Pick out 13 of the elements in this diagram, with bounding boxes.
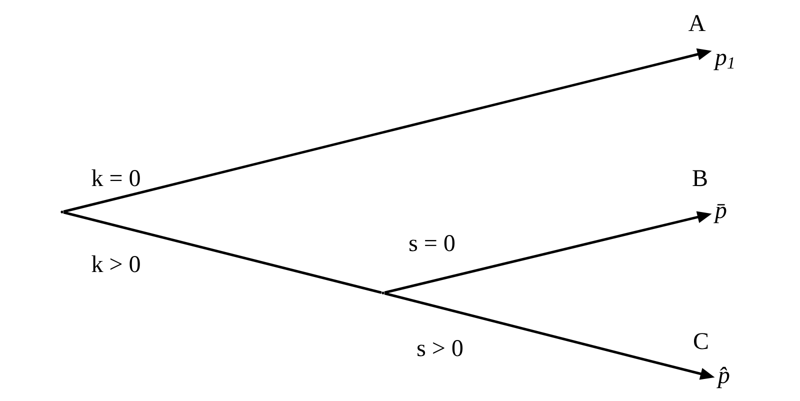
outcome-label: B <box>692 170 707 186</box>
edge-label: k = 0 <box>90 168 142 188</box>
payoff-symbol: p$_{1}$ <box>714 54 734 70</box>
outcome-label: A <box>688 15 706 31</box>
edge-label: k > 0 <box>90 254 142 274</box>
branch-point <box>60 210 64 214</box>
outcome-label: C <box>694 333 708 350</box>
branch-point <box>382 292 384 294</box>
payoff-symbol: p̄ <box>714 204 726 224</box>
edge-label: s = 0 <box>407 234 457 253</box>
edge-label: s > 0 <box>415 338 465 358</box>
branch-line <box>63 211 382 294</box>
payoff-symbol: p̂ <box>716 366 730 388</box>
